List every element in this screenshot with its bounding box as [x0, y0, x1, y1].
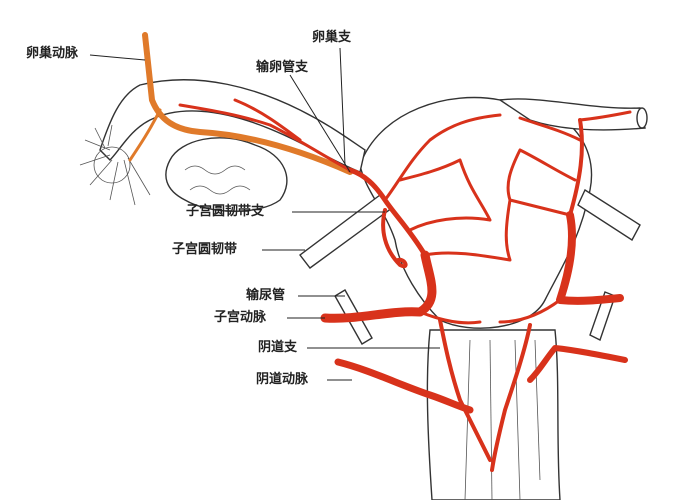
label-uterine-artery: 子宫动脉 — [214, 310, 267, 325]
vagina — [426, 329, 561, 500]
label-ovarian-artery: 卵巢动脉 — [26, 46, 79, 61]
ovary — [165, 137, 288, 212]
ovarian-artery-vessel — [128, 32, 353, 175]
label-vaginal-branch: 阴道支 — [258, 340, 298, 355]
label-ovarian-branch: 卵巢支 — [312, 30, 352, 45]
label-vaginal-artery: 阴道动脉 — [256, 372, 309, 387]
left-fallopian-tube — [99, 79, 366, 173]
label-round-ligament: 子宫圆韧带 — [172, 242, 238, 257]
right-round-ligament — [577, 188, 641, 242]
uterine-arteries — [178, 98, 632, 472]
label-tubal-branch: 输卵管支 — [256, 60, 309, 75]
leader-lines — [89, 47, 440, 381]
vagina-folds — [464, 339, 541, 500]
label-ureter: 输尿管 — [246, 288, 286, 303]
left-round-ligament — [299, 194, 394, 269]
label-round-ligament-branch: 子宫圆韧带支 — [186, 204, 265, 219]
fimbriae — [79, 124, 151, 206]
right-ureter — [589, 291, 616, 341]
